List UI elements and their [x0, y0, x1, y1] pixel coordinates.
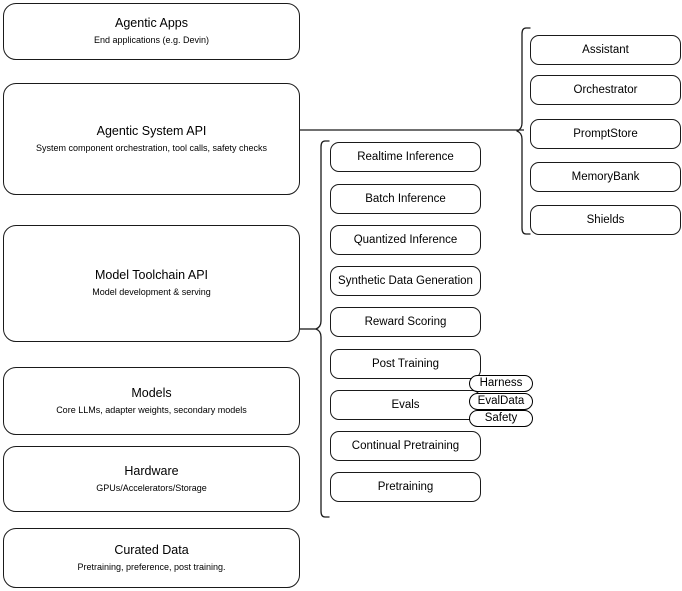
- layer-title: Agentic System API: [96, 123, 207, 138]
- toolchain-chip-realtime-inference[interactable]: Realtime Inference: [330, 142, 481, 172]
- chip-label: Quantized Inference: [353, 234, 458, 246]
- chip-label: MemoryBank: [571, 171, 640, 183]
- chip-label: Post Training: [371, 358, 440, 370]
- layer-title: Curated Data: [114, 542, 189, 557]
- layer-title: Hardware: [124, 463, 179, 478]
- chip-label: Evals: [391, 399, 420, 411]
- toolchain-chip-synthetic-data-generation[interactable]: Synthetic Data Generation: [330, 266, 481, 296]
- system-chip-shields[interactable]: Shields: [530, 205, 681, 235]
- eval-pill-evaldata[interactable]: EvalData: [469, 393, 533, 410]
- toolchain-chip-evals[interactable]: Evals: [330, 390, 481, 420]
- chip-label: Shields: [586, 214, 625, 226]
- chip-label: Synthetic Data Generation: [338, 275, 473, 287]
- connector-toolchain-api-to-components: [300, 324, 318, 334]
- toolchain-chip-reward-scoring[interactable]: Reward Scoring: [330, 307, 481, 337]
- layer-model-toolchain-api[interactable]: Model Toolchain API Model development & …: [3, 225, 300, 342]
- toolchain-chip-quantized-inference[interactable]: Quantized Inference: [330, 225, 481, 255]
- chip-label: Batch Inference: [365, 193, 446, 205]
- eval-pill-safety[interactable]: Safety: [469, 410, 533, 427]
- layer-subtitle: End applications (e.g. Devin): [93, 35, 210, 45]
- pill-label: Safety: [484, 412, 518, 424]
- brace-toolchain-components: [313, 140, 331, 518]
- chip-label: Pretraining: [377, 481, 434, 493]
- layer-subtitle: System component orchestration, tool cal…: [35, 142, 268, 153]
- chip-label: Assistant: [582, 44, 629, 56]
- layer-curated-data[interactable]: Curated Data Pretraining, preference, po…: [3, 528, 300, 588]
- layer-models[interactable]: Models Core LLMs, adapter weights, secon…: [3, 367, 300, 435]
- chip-label: Realtime Inference: [357, 151, 454, 163]
- layer-hardware[interactable]: Hardware GPUs/Accelerators/Storage: [3, 446, 300, 512]
- chip-label: Reward Scoring: [364, 316, 447, 328]
- layer-agentic-system-api[interactable]: Agentic System API System component orch…: [3, 83, 300, 195]
- toolchain-chip-batch-inference[interactable]: Batch Inference: [330, 184, 481, 214]
- system-chip-promptstore[interactable]: PromptStore: [530, 119, 681, 149]
- toolchain-chip-pretraining[interactable]: Pretraining: [330, 472, 481, 502]
- system-chip-assistant[interactable]: Assistant: [530, 35, 681, 65]
- system-chip-orchestrator[interactable]: Orchestrator: [530, 75, 681, 105]
- chip-label: PromptStore: [573, 128, 638, 140]
- layer-subtitle: Model development & serving: [92, 287, 211, 297]
- layer-title: Agentic Apps: [115, 16, 188, 30]
- connector-system-api-to-components: [300, 125, 524, 135]
- toolchain-chip-continual-pretraining[interactable]: Continual Pretraining: [330, 431, 481, 461]
- chip-label: Continual Pretraining: [351, 440, 460, 452]
- eval-pill-harness[interactable]: Harness: [469, 375, 533, 392]
- pill-label: Harness: [479, 377, 523, 389]
- layer-title: Models: [131, 385, 172, 400]
- chip-label: Orchestrator: [573, 84, 638, 96]
- layer-agentic-apps[interactable]: Agentic Apps End applications (e.g. Devi…: [3, 3, 300, 60]
- layer-subtitle: GPUs/Accelerators/Storage: [96, 482, 207, 493]
- pill-label: EvalData: [477, 395, 525, 407]
- system-chip-memorybank[interactable]: MemoryBank: [530, 162, 681, 192]
- layer-subtitle: Core LLMs, adapter weights, secondary mo…: [56, 404, 247, 415]
- layer-title: Model Toolchain API: [94, 268, 209, 282]
- layer-subtitle: Pretraining, preference, post training.: [77, 561, 226, 572]
- toolchain-chip-post-training[interactable]: Post Training: [330, 349, 481, 379]
